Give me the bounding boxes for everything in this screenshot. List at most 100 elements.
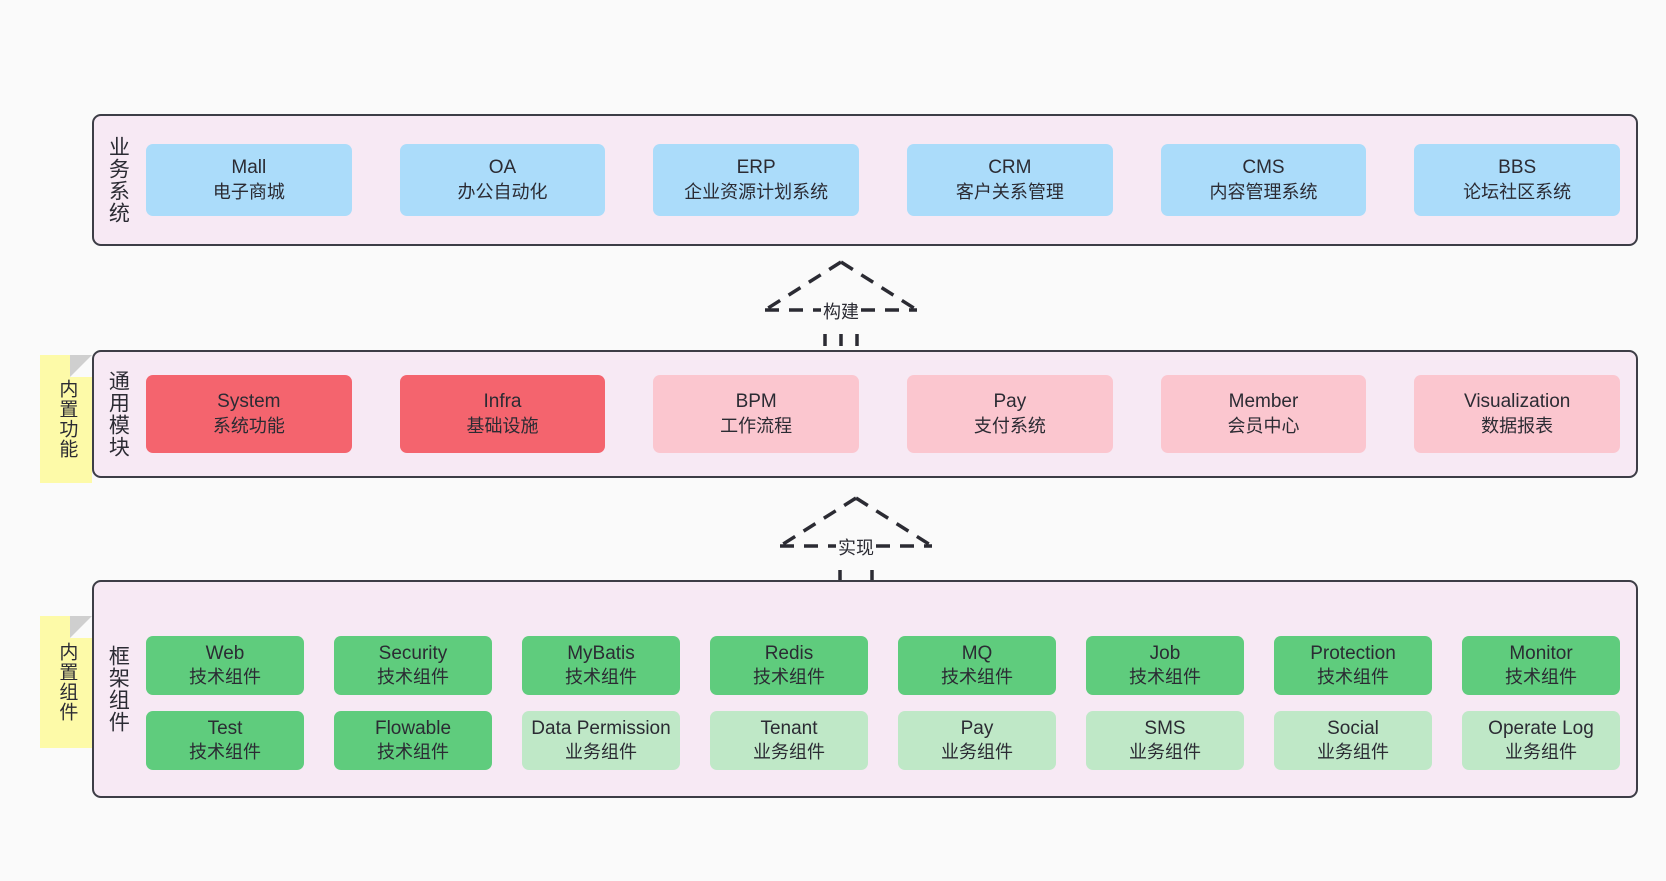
module-card-title: Test bbox=[207, 718, 243, 739]
module-card-title: Redis bbox=[764, 642, 814, 664]
module-card[interactable]: BBS 论坛社区系统 bbox=[1414, 144, 1620, 216]
module-card[interactable]: OA 办公自动化 bbox=[399, 144, 606, 216]
module-card-title: Mall bbox=[231, 157, 267, 179]
module-card-subtitle: 技术组件 bbox=[941, 666, 1013, 687]
module-card[interactable]: Operate Log 业务组件 bbox=[1462, 711, 1620, 771]
relation-label: 实现 bbox=[836, 534, 876, 560]
relation-build: 构建 bbox=[751, 256, 931, 348]
module-card-subtitle: 内容管理系统 bbox=[1209, 181, 1318, 202]
module-card-title: OA bbox=[488, 157, 517, 179]
sticky-note-text: 内置功能 bbox=[56, 379, 78, 459]
module-card-title: CRM bbox=[988, 157, 1032, 179]
module-card-title: BPM bbox=[735, 391, 777, 413]
module-card-subtitle: 论坛社区系统 bbox=[1463, 181, 1572, 202]
module-card[interactable]: Pay 业务组件 bbox=[898, 711, 1056, 771]
module-card-subtitle: 业务组件 bbox=[565, 742, 637, 763]
module-card[interactable]: Infra 基础设施 bbox=[399, 375, 606, 453]
module-card[interactable]: Monitor 技术组件 bbox=[1462, 635, 1620, 695]
module-card[interactable]: MQ 技术组件 bbox=[898, 635, 1056, 695]
layer-label-business-system: 业务系统 bbox=[106, 136, 130, 224]
module-card-subtitle: 客户关系管理 bbox=[955, 181, 1064, 202]
layer-body-framework-components: Web 技术组件 Security 技术组件 MyBatis 技术组件 Redi… bbox=[140, 582, 1636, 824]
module-card[interactable]: Mall 电子商城 bbox=[146, 144, 352, 216]
module-card[interactable]: Test 技术组件 bbox=[146, 711, 304, 771]
module-card-subtitle: 技术组件 bbox=[1129, 666, 1201, 687]
sticky-note-text: 内置组件 bbox=[56, 642, 78, 722]
module-card-subtitle: 基础设施 bbox=[466, 415, 539, 436]
module-card-subtitle: 技术组件 bbox=[1505, 666, 1577, 687]
module-card-title: Pay bbox=[960, 718, 994, 739]
module-card-title: Visualization bbox=[1464, 391, 1571, 413]
layer-general-modules: 通用模块 System 系统功能 Infra 基础设施 BPM 工作流程 Pay… bbox=[92, 350, 1638, 478]
module-card-title: Infra bbox=[483, 391, 522, 413]
module-card-subtitle: 技术组件 bbox=[753, 666, 825, 687]
relation-label: 构建 bbox=[821, 298, 861, 324]
module-card-title: Monitor bbox=[1509, 642, 1573, 664]
module-card[interactable]: Visualization 数据报表 bbox=[1414, 375, 1620, 453]
module-card[interactable]: BPM 工作流程 bbox=[653, 375, 859, 453]
sticky-note-builtin-features: 内置功能 bbox=[40, 355, 92, 483]
module-card-title: Operate Log bbox=[1488, 718, 1594, 739]
module-card[interactable]: SMS 业务组件 bbox=[1086, 711, 1244, 771]
module-card[interactable]: Web 技术组件 bbox=[146, 635, 304, 695]
module-card-title: Security bbox=[378, 642, 448, 664]
module-card-title: Protection bbox=[1310, 642, 1396, 664]
module-card-subtitle: 业务组件 bbox=[1317, 742, 1389, 763]
general-card-row: System 系统功能 Infra 基础设施 BPM 工作流程 Pay 支付系统… bbox=[146, 375, 1620, 453]
layer-body-general-modules: System 系统功能 Infra 基础设施 BPM 工作流程 Pay 支付系统… bbox=[140, 352, 1636, 476]
module-card-title: SMS bbox=[1144, 718, 1186, 739]
module-card[interactable]: Social 业务组件 bbox=[1274, 711, 1432, 771]
module-card-subtitle: 支付系统 bbox=[973, 415, 1046, 436]
module-card-title: BBS bbox=[1498, 157, 1537, 179]
module-card-title: CMS bbox=[1242, 157, 1285, 179]
module-card[interactable]: Job 技术组件 bbox=[1086, 635, 1244, 695]
module-card[interactable]: Security 技术组件 bbox=[334, 635, 492, 695]
layer-label-framework-components: 框架组件 bbox=[106, 645, 130, 733]
module-card-title: Social bbox=[1327, 718, 1379, 739]
module-card-subtitle: 技术组件 bbox=[189, 742, 261, 763]
module-card[interactable]: Pay 支付系统 bbox=[907, 375, 1113, 453]
module-card-title: Job bbox=[1149, 642, 1181, 664]
module-card[interactable]: MyBatis 技术组件 bbox=[522, 635, 680, 695]
module-card-subtitle: 技术组件 bbox=[1317, 666, 1389, 687]
module-card-subtitle: 业务组件 bbox=[941, 742, 1013, 763]
module-card-title: System bbox=[217, 391, 281, 413]
layer-label-general-modules: 通用模块 bbox=[106, 370, 130, 458]
module-card-subtitle: 会员中心 bbox=[1227, 415, 1300, 436]
module-card-title: Tenant bbox=[760, 718, 818, 739]
module-card-title: ERP bbox=[736, 157, 776, 179]
module-card-subtitle: 技术组件 bbox=[377, 666, 449, 687]
module-card[interactable]: Data Permission 业务组件 bbox=[522, 711, 680, 771]
module-card-title: Pay bbox=[993, 391, 1027, 413]
module-card-subtitle: 企业资源计划系统 bbox=[684, 181, 829, 202]
module-card[interactable]: Flowable 技术组件 bbox=[334, 711, 492, 771]
module-card[interactable]: CRM 客户关系管理 bbox=[907, 144, 1113, 216]
module-card-title: MQ bbox=[961, 642, 993, 664]
module-card-subtitle: 工作流程 bbox=[720, 415, 793, 436]
sticky-note-builtin-components: 内置组件 bbox=[40, 616, 92, 748]
module-card-title: Member bbox=[1228, 391, 1299, 413]
module-card-subtitle: 业务组件 bbox=[1505, 742, 1577, 763]
business-card-row: Mall 电子商城 OA 办公自动化 ERP 企业资源计划系统 CRM 客户关系… bbox=[146, 144, 1620, 216]
module-card[interactable]: CMS 内容管理系统 bbox=[1160, 144, 1367, 216]
module-card-title: Flowable bbox=[374, 718, 452, 739]
module-card-title: MyBatis bbox=[567, 642, 635, 664]
module-card-subtitle: 电子商城 bbox=[212, 181, 285, 202]
module-card-subtitle: 技术组件 bbox=[377, 742, 449, 763]
framework-card-grid: Web 技术组件 Security 技术组件 MyBatis 技术组件 Redi… bbox=[146, 635, 1620, 771]
module-card-title: Web bbox=[205, 642, 245, 664]
module-card[interactable]: Member 会员中心 bbox=[1160, 375, 1367, 453]
layer-framework-components: 框架组件 Web 技术组件 Security 技术组件 MyBatis 技术组件… bbox=[92, 580, 1638, 798]
relation-implement: 实现 bbox=[766, 492, 946, 584]
module-card-subtitle: 数据报表 bbox=[1481, 415, 1554, 436]
layer-body-business-system: Mall 电子商城 OA 办公自动化 ERP 企业资源计划系统 CRM 客户关系… bbox=[140, 116, 1636, 244]
module-card-subtitle: 业务组件 bbox=[1129, 742, 1201, 763]
module-card-title: Data Permission bbox=[531, 718, 671, 739]
module-card[interactable]: Protection 技术组件 bbox=[1274, 635, 1432, 695]
layer-business-system: 业务系统 Mall 电子商城 OA 办公自动化 ERP 企业资源计划系统 CRM… bbox=[92, 114, 1638, 246]
module-card[interactable]: Tenant 业务组件 bbox=[710, 711, 868, 771]
module-card[interactable]: Redis 技术组件 bbox=[710, 635, 868, 695]
module-card[interactable]: System 系统功能 bbox=[146, 375, 352, 453]
module-card[interactable]: ERP 企业资源计划系统 bbox=[653, 144, 859, 216]
module-card-subtitle: 办公自动化 bbox=[457, 181, 548, 202]
